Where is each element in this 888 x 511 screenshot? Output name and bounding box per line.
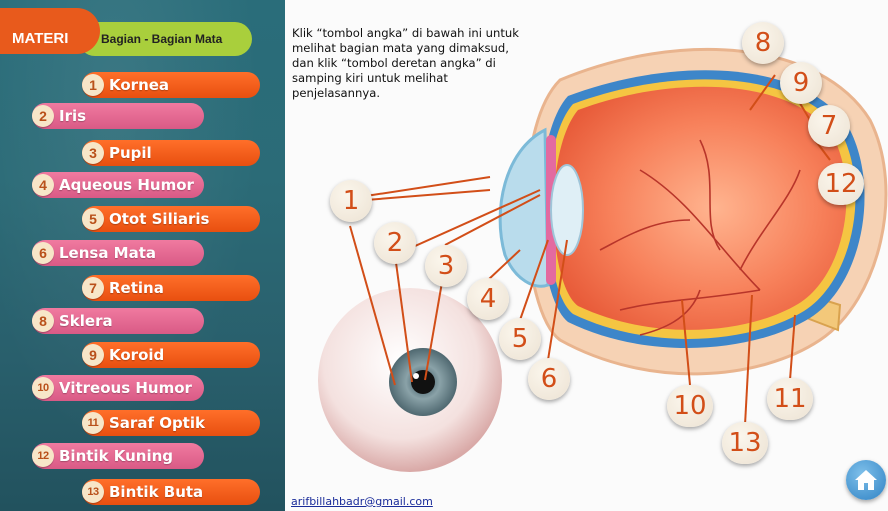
callout-13[interactable]: 13 bbox=[722, 422, 768, 464]
callout-7[interactable]: 7 bbox=[808, 105, 850, 147]
callout-1[interactable]: 1 bbox=[330, 180, 372, 222]
callout-4[interactable]: 4 bbox=[467, 278, 509, 320]
callout-2[interactable]: 2 bbox=[374, 222, 416, 264]
callout-3[interactable]: 3 bbox=[425, 245, 467, 287]
author-email-link[interactable]: arifbillahbadr@gmail.com bbox=[291, 495, 433, 508]
home-icon bbox=[853, 467, 879, 493]
callout-11[interactable]: 11 bbox=[767, 378, 813, 420]
callout-8[interactable]: 8 bbox=[742, 22, 784, 64]
materi-label: MATERI bbox=[12, 30, 68, 47]
callout-9[interactable]: 9 bbox=[780, 62, 822, 104]
callout-12[interactable]: 12 bbox=[818, 163, 864, 205]
page-subtitle: Bagian - Bagian Mata bbox=[101, 32, 222, 46]
home-button[interactable] bbox=[846, 460, 886, 500]
callout-6[interactable]: 6 bbox=[528, 358, 570, 400]
callout-10[interactable]: 10 bbox=[667, 385, 713, 427]
callout-5[interactable]: 5 bbox=[499, 318, 541, 360]
